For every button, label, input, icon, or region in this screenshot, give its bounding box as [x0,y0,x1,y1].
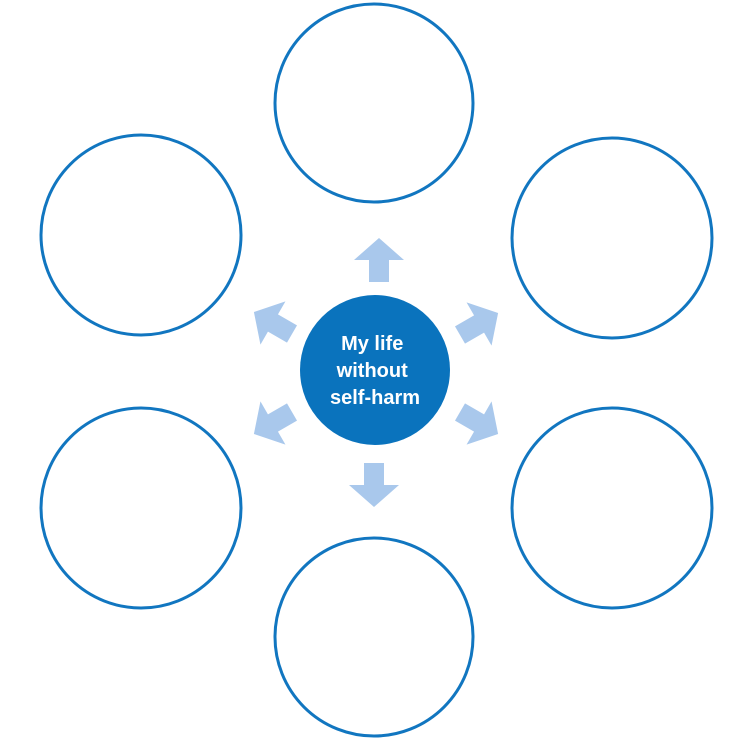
outer-circle-upper-left[interactable] [39,133,243,337]
outer-circle-bottom[interactable] [273,536,475,738]
outer-circle-lower-left[interactable] [39,406,243,610]
center-label-line-1: My life [341,333,403,355]
center-circle [300,295,450,445]
arrow-upper-left-icon [253,301,297,345]
arrow-up-icon [354,238,404,282]
arrow-upper-right-icon [455,302,499,346]
center-label-line-3: self-harm [330,387,420,409]
outer-circle-top[interactable] [273,2,475,204]
center-label-line-2: without [336,360,408,382]
outer-circle-lower-right[interactable] [510,406,714,610]
arrow-lower-right-icon [455,401,499,445]
outer-circle-upper-right[interactable] [510,136,714,340]
arrow-down-icon [349,463,399,507]
arrow-lower-left-icon [253,401,297,445]
center-label: My life without self-harm [330,333,420,409]
